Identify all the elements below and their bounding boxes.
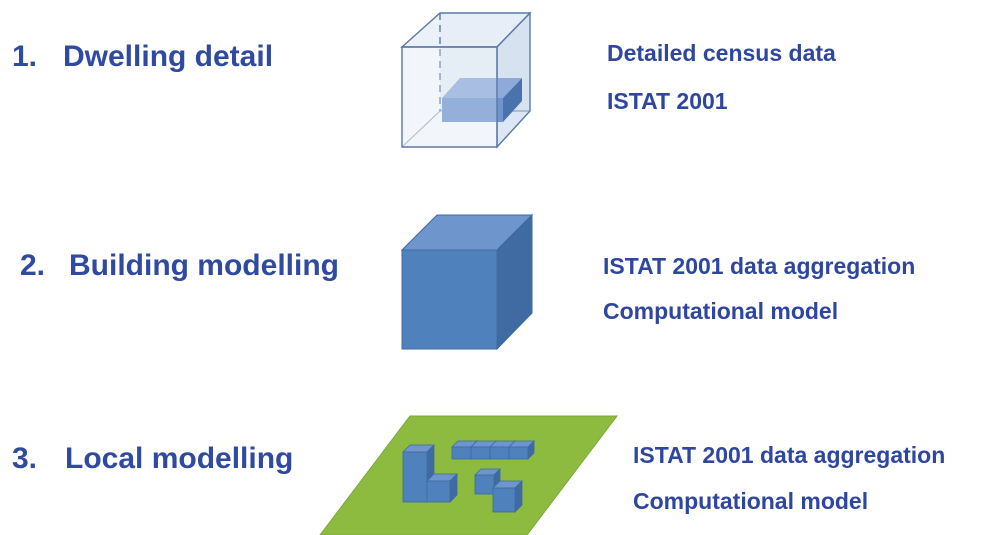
level-2-number: 2.	[20, 249, 46, 282]
level-1-title: Dwelling detail	[63, 40, 274, 73]
district-front-block	[492, 480, 523, 513]
level-2-title: Building modelling	[69, 249, 339, 282]
district-block-row-4	[508, 440, 535, 460]
level-2-line-2: Computational model	[603, 298, 839, 324]
level-1-line-1: Detailed census data	[607, 40, 836, 66]
level-2-line-1: ISTAT 2001 data aggregation	[603, 253, 916, 279]
cube-front-face	[401, 46, 498, 148]
building-front-face	[401, 249, 498, 350]
level-3-line-1: ISTAT 2001 data aggregation	[633, 442, 946, 468]
ground-plane	[319, 415, 619, 535]
level-3-line-2: Computational model	[633, 488, 869, 514]
district-low-block	[426, 473, 458, 503]
district-mid-block	[474, 468, 501, 495]
level-1-line-2: ISTAT 2001	[607, 88, 728, 114]
level-3-number: 3.	[12, 442, 38, 475]
level-3-title: Local modelling	[65, 442, 294, 475]
level-1-number: 1.	[12, 40, 38, 73]
dwelling-slab	[442, 78, 522, 122]
